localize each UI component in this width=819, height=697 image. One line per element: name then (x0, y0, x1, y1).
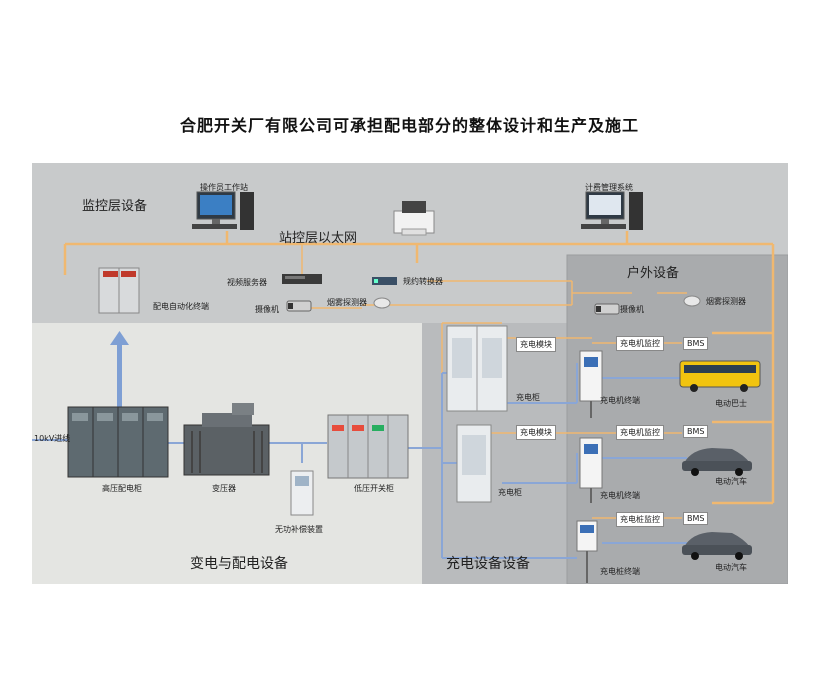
operator-workstation-icon (192, 191, 254, 230)
hv-cabinet-icon (67, 406, 169, 478)
charger-terminal-2-label: 充电机终端 (600, 491, 640, 500)
diagram-graphics (32, 163, 788, 584)
transformer-label: 变压器 (212, 484, 236, 493)
charger-monitor-2-box: 充电机监控 (616, 425, 664, 440)
pile-terminal-icon (576, 520, 598, 583)
var-comp-label: 无功补偿装置 (275, 525, 323, 534)
operator-ws-label: 操作员工作站 (200, 183, 248, 192)
var-compensator-icon (290, 470, 314, 516)
charger-terminal-1-icon (579, 350, 603, 418)
lv-switch-label: 低压开关柜 (354, 484, 394, 493)
feeder-label: 10kV进线 (34, 434, 71, 443)
pile-monitor-box: 充电桩监控 (616, 512, 664, 527)
billing-computer-icon (581, 191, 643, 230)
transformer-icon (183, 403, 270, 476)
electric-car-1-icon (682, 448, 752, 476)
electric-bus-icon (679, 360, 761, 392)
charging-zone-label: 充电设备设备 (446, 556, 530, 572)
ethernet-bus-label: 站控层以太网 (279, 231, 358, 246)
printer-icon (393, 201, 435, 236)
pile-terminal-label: 充电桩终端 (600, 567, 640, 576)
page-title: 合肥开关厂有限公司可承担配电部分的整体设计和生产及施工 (179, 116, 639, 135)
outdoor-camera-icon (594, 303, 620, 315)
substation-zone-label: 变电与配电设备 (190, 556, 288, 572)
lv-switchgear-icon (327, 414, 409, 479)
monitor-zone-label: 监控层设备 (82, 199, 148, 214)
charging-cabinet-1-icon (446, 325, 508, 412)
charging-cabinet-2-icon (456, 424, 492, 503)
charge-cab-1-label: 充电柜 (516, 393, 540, 402)
dist-auto-terminal-icon (98, 267, 140, 314)
power-lines (32, 363, 687, 559)
charge-module-2-box: 充电模块 (516, 425, 556, 440)
charger-terminal-1-label: 充电机终端 (600, 396, 640, 405)
outdoor-camera-label: 摄像机 (620, 305, 644, 314)
smoke-detector-icon (373, 297, 391, 309)
e-car-1-label: 电动汽车 (715, 477, 747, 486)
protocol-converter-icon (372, 277, 397, 285)
camera-label: 摄像机 (255, 305, 279, 314)
protocol-converter-label: 规约转换器 (403, 277, 443, 286)
e-bus-label: 电动巴士 (715, 399, 747, 408)
dist-auto-terminal-label: 配电自动化终端 (153, 302, 209, 311)
charge-cab-2-label: 充电柜 (498, 488, 522, 497)
bms-3-box: BMS (683, 512, 709, 525)
outdoor-smoke-label: 烟雾探测器 (706, 297, 746, 306)
video-server-icon (282, 274, 322, 284)
charger-terminal-2-icon (579, 437, 603, 503)
billing-sys-label: 计费管理系统 (585, 183, 633, 192)
camera-icon (286, 300, 312, 312)
outdoor-smoke-detector-icon (683, 295, 701, 307)
system-diagram: 监控层设备 户外设备 变电与配电设备 充电设备设备 站控层以太网 操作员工作站 … (32, 163, 788, 584)
ethernet-bus-lines (63, 231, 775, 505)
bms-2-box: BMS (683, 425, 709, 438)
charge-module-1-box: 充电模块 (516, 337, 556, 352)
electric-car-2-icon (682, 532, 752, 560)
e-car-2-label: 电动汽车 (715, 563, 747, 572)
bms-1-box: BMS (683, 337, 709, 350)
smoke-detector-label: 烟雾探测器 (327, 298, 367, 307)
outdoor-zone-label: 户外设备 (627, 266, 680, 281)
charger-monitor-1-box: 充电机监控 (616, 336, 664, 351)
arrow-up-icon (110, 331, 129, 407)
hv-cabinet-label: 高压配电柜 (102, 484, 142, 493)
video-server-label: 视频服务器 (227, 278, 267, 287)
